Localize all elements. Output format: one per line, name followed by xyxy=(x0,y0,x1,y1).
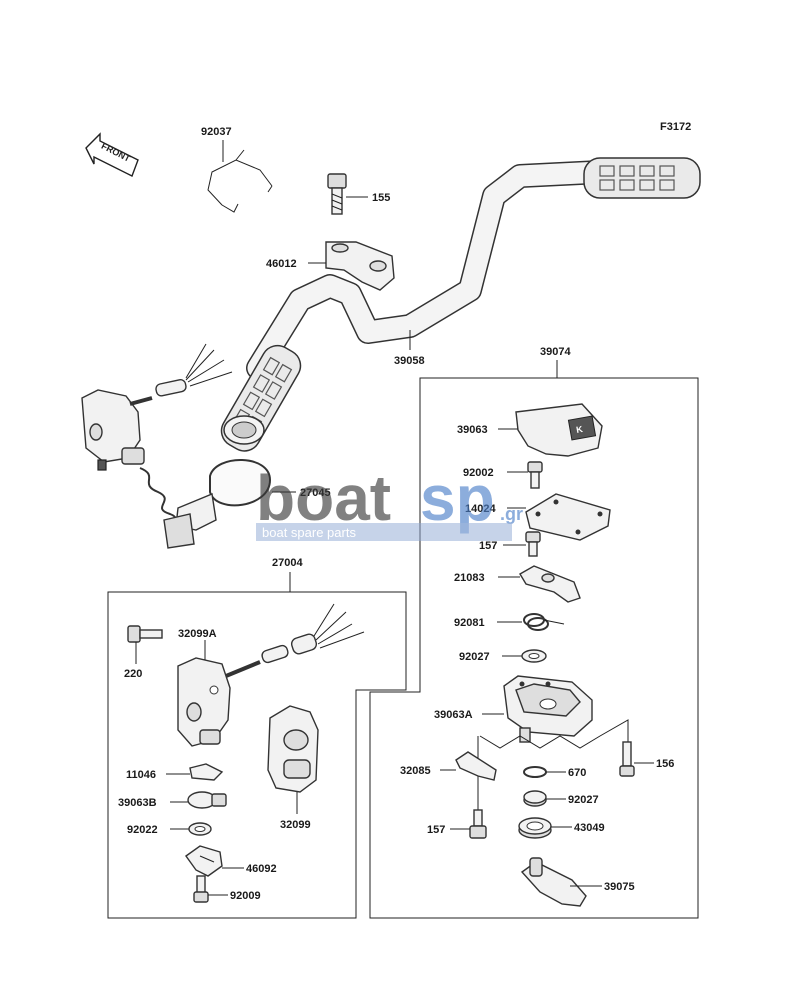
switch-cover-32099 xyxy=(267,705,319,793)
group-box-27004 xyxy=(107,591,407,919)
callout-46012: 46012 xyxy=(266,258,297,270)
callout-92002: 92002 xyxy=(463,467,494,479)
front-arrow-icon: FRONT xyxy=(85,132,139,177)
callout-92027b: 92027 xyxy=(568,794,599,806)
svg-text:K: K xyxy=(575,424,584,435)
group-box-39074 xyxy=(369,377,699,919)
callout-92037: 92037 xyxy=(201,126,232,138)
screw-92009 xyxy=(193,875,209,903)
callout-670: 670 xyxy=(568,767,586,779)
gasket-14024 xyxy=(525,493,611,541)
clamp-46012 xyxy=(325,241,395,291)
callout-156: 156 xyxy=(656,758,674,770)
clip-92037 xyxy=(207,149,273,213)
callout-157a: 157 xyxy=(479,540,497,552)
callout-39074: 39074 xyxy=(540,346,571,358)
callout-155: 155 xyxy=(372,192,390,204)
callout-27004: 27004 xyxy=(272,557,303,569)
callout-157b: 157 xyxy=(427,824,445,836)
seal-43049 xyxy=(518,817,552,839)
callout-39063B: 39063B xyxy=(118,797,157,809)
washer-92027a xyxy=(521,649,547,663)
callout-92009: 92009 xyxy=(230,890,261,902)
callout-21083: 21083 xyxy=(454,572,485,584)
callout-43049: 43049 xyxy=(574,822,605,834)
callout-32085: 32085 xyxy=(400,765,431,777)
screw-157a xyxy=(525,531,541,557)
screw-92002 xyxy=(527,461,543,489)
cover-39063: K xyxy=(515,403,603,457)
watermark-right: sp xyxy=(420,462,495,534)
callout-39063A: 39063A xyxy=(434,709,473,721)
callout-46092: 46092 xyxy=(246,863,277,875)
callout-11046: 11046 xyxy=(126,769,156,781)
watermark-tagline: boat spare parts xyxy=(262,525,356,540)
washer-92027b xyxy=(523,790,547,807)
watermark-suffix: .gr xyxy=(500,504,523,524)
handlebar-39058 xyxy=(220,157,701,452)
bolt-157b xyxy=(469,809,487,839)
callout-92027a: 92027 xyxy=(459,651,490,663)
bolt-155 xyxy=(327,173,347,215)
spring-92081 xyxy=(523,613,565,631)
callout-220: 220 xyxy=(124,668,142,680)
bolt-220 xyxy=(127,625,163,643)
clamp-46092 xyxy=(185,845,223,877)
callout-39058: 39058 xyxy=(394,355,425,367)
bracket-11046 xyxy=(189,763,224,781)
callout-39063: 39063 xyxy=(457,424,488,436)
housing-39063A xyxy=(503,675,593,743)
screw-156 xyxy=(619,741,635,777)
bracket-27045 xyxy=(163,459,272,549)
callout-14024: 14024 xyxy=(465,503,496,515)
callout-92022: 92022 xyxy=(127,824,158,836)
callout-39075: 39075 xyxy=(604,881,635,893)
figure-code: F3172 xyxy=(660,121,691,133)
callout-27045: 27045 xyxy=(300,487,331,499)
callout-32099: 32099 xyxy=(280,819,311,831)
oring-670 xyxy=(523,766,547,778)
callout-92081: 92081 xyxy=(454,617,485,629)
lever-21083 xyxy=(519,565,581,603)
switch-assembly-upper xyxy=(81,343,233,535)
washer-92022 xyxy=(188,822,212,836)
cap-39063B xyxy=(187,791,227,809)
switch-housing-32099A xyxy=(177,603,365,747)
watermark-logo: boat sp .gr boat spare parts xyxy=(256,462,523,541)
lever-32085 xyxy=(455,751,497,781)
watermark-left: boat xyxy=(256,462,391,534)
callout-32099A: 32099A xyxy=(178,628,217,640)
throttle-lever-39075 xyxy=(520,857,587,907)
